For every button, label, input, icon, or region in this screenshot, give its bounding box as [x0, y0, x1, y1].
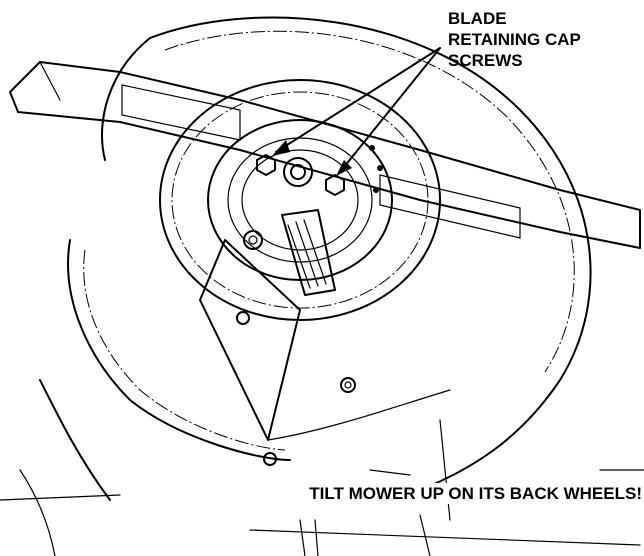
pulley-wheel [159, 79, 441, 321]
blade-hub [256, 154, 345, 196]
deck-bolts [236, 230, 356, 466]
callout-arrows [272, 47, 441, 176]
mower-blade [9, 61, 641, 249]
mounting-plate [199, 239, 451, 441]
callout-line-2: RETAINING CAP [448, 30, 581, 49]
cap-screw-left [256, 154, 276, 176]
callout-line-3: SCREWS [448, 51, 523, 70]
callout-line-1: BLADE [448, 9, 507, 28]
deck-housing [19, 16, 592, 556]
lower-frame [0, 419, 644, 556]
drive-belt [281, 209, 336, 296]
blade-callout-label: BLADE RETAINING CAP SCREWS [448, 8, 638, 71]
cap-screw-right [325, 174, 345, 196]
tilt-warning-text: TILT MOWER UP ON ITS BACK WHEELS! [0, 483, 644, 504]
